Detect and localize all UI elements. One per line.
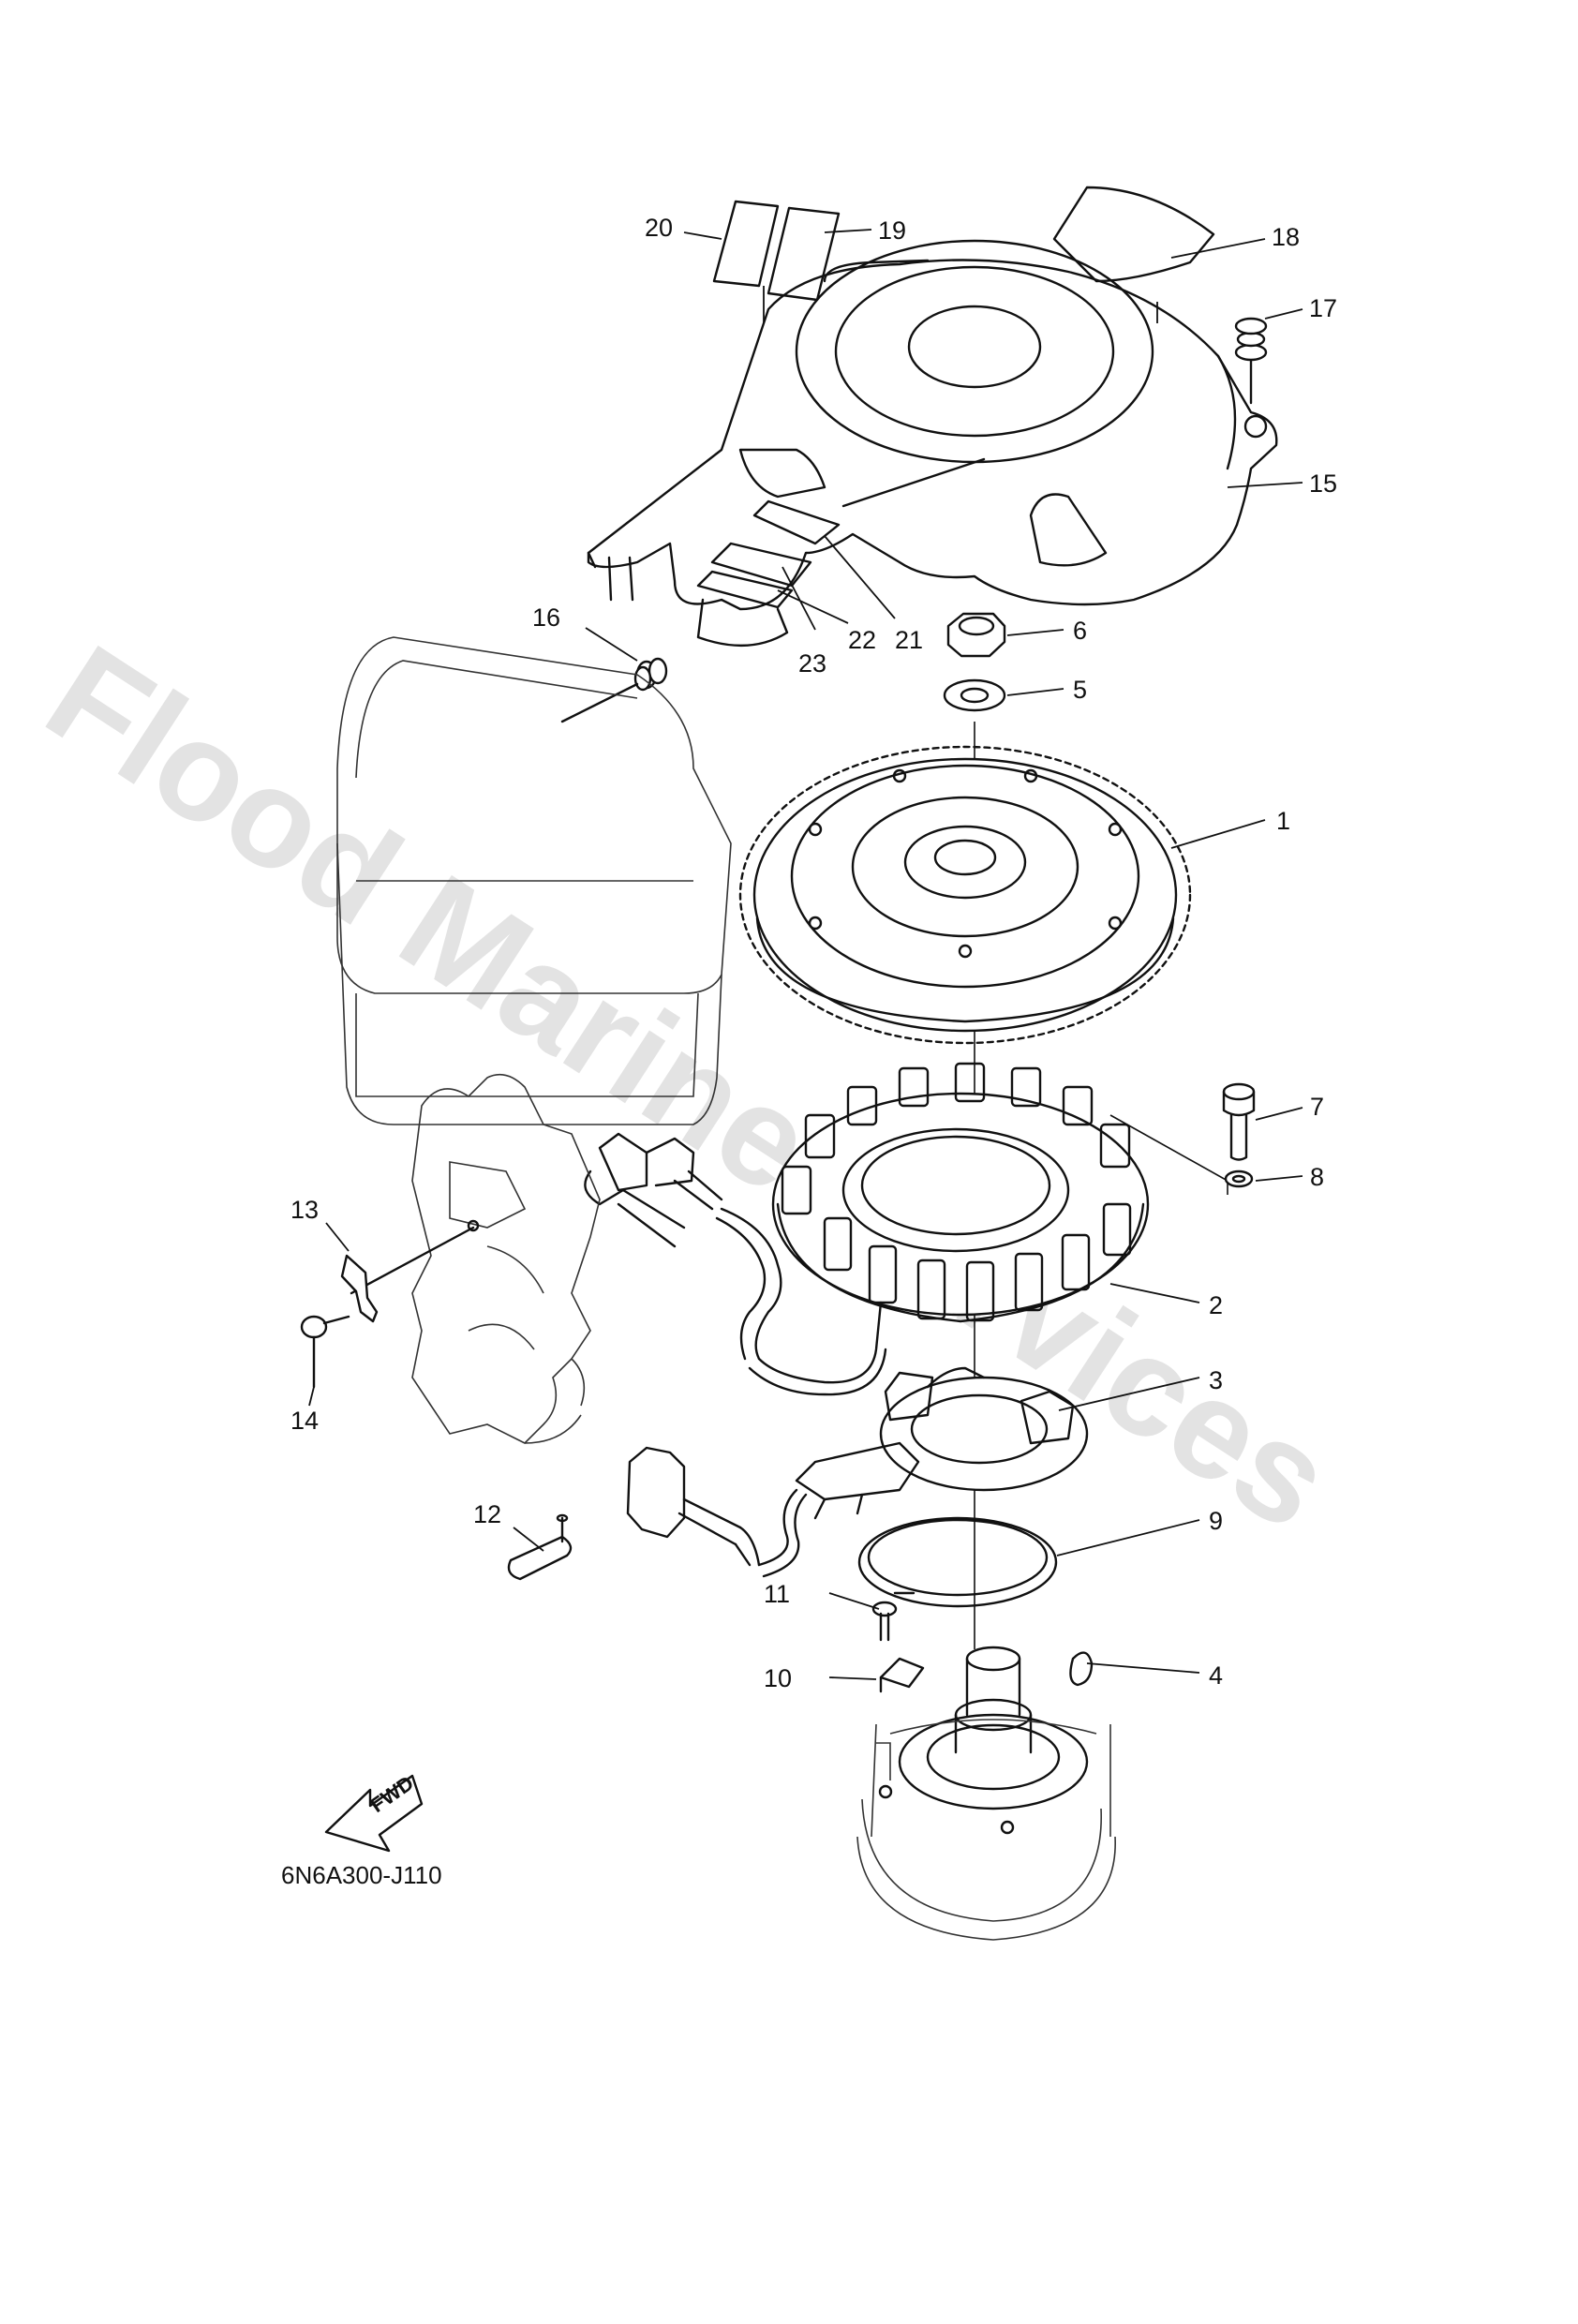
- callout-labels: 1 2 3 4 5 6 7 8 9 10 11 12 13 14 15 16 1…: [290, 214, 1337, 1692]
- callout-11: 11: [764, 1580, 790, 1608]
- callout-7: 7: [1310, 1093, 1324, 1121]
- stator-2: [771, 1062, 1150, 1323]
- callout-2: 2: [1209, 1291, 1223, 1319]
- callout-4: 4: [1209, 1661, 1223, 1690]
- callout-18: 18: [1272, 223, 1300, 251]
- washer-5: [943, 678, 1006, 712]
- flywheel-cover: [587, 239, 1278, 648]
- callout-12: 12: [473, 1500, 501, 1528]
- callout-8: 8: [1310, 1163, 1324, 1191]
- grommet-17: [1234, 317, 1268, 405]
- callout-10: 10: [764, 1664, 792, 1692]
- bracket-12: [507, 1513, 573, 1581]
- callout-21: 21: [895, 626, 923, 654]
- bolt-14: [300, 1315, 350, 1389]
- engine-block-section: [350, 1073, 601, 1444]
- clip-13: [340, 1254, 379, 1323]
- callout-3: 3: [1209, 1366, 1223, 1394]
- callout-22: 22: [848, 626, 876, 654]
- pulser-connector: [626, 1446, 761, 1567]
- flywheel-1: [738, 745, 1192, 1045]
- stator-harness: [584, 1132, 887, 1396]
- decal-19-20: [712, 200, 841, 302]
- callout-23: 23: [798, 649, 826, 678]
- ring-9: [857, 1516, 1058, 1608]
- callout-15: 15: [1309, 469, 1337, 498]
- cdi-unit: [336, 636, 732, 1125]
- key-4: [1069, 1651, 1094, 1687]
- washer-8: [1224, 1169, 1254, 1188]
- callout-6: 6: [1073, 617, 1087, 645]
- nut-6: [946, 612, 1006, 658]
- callout-13: 13: [290, 1196, 319, 1224]
- callout-17: 17: [1309, 294, 1337, 322]
- fwd-arrow-icon: FWD: [324, 1771, 424, 1853]
- callout-19: 19: [878, 216, 906, 245]
- callout-5: 5: [1073, 676, 1087, 704]
- callout-20: 20: [645, 214, 673, 242]
- callout-9: 9: [1209, 1507, 1223, 1535]
- screw-11: [871, 1601, 898, 1642]
- clamp-10: [879, 1657, 925, 1693]
- watermark: Flood Marine Services: [22, 615, 1359, 1559]
- crankshaft-base: [856, 1646, 1116, 1941]
- grommet-16: [560, 657, 668, 723]
- callout-1: 1: [1276, 807, 1290, 835]
- bolt-7: [1222, 1082, 1256, 1161]
- pulser-coil-3: [757, 1366, 1089, 1578]
- drawing-code: 6N6A300-J110: [281, 1861, 442, 1889]
- callout-16: 16: [532, 603, 560, 632]
- callout-14: 14: [290, 1407, 319, 1435]
- leader-lines: [308, 229, 1303, 1680]
- decal-21-22-23: [696, 499, 841, 609]
- decal-18: [1052, 186, 1215, 283]
